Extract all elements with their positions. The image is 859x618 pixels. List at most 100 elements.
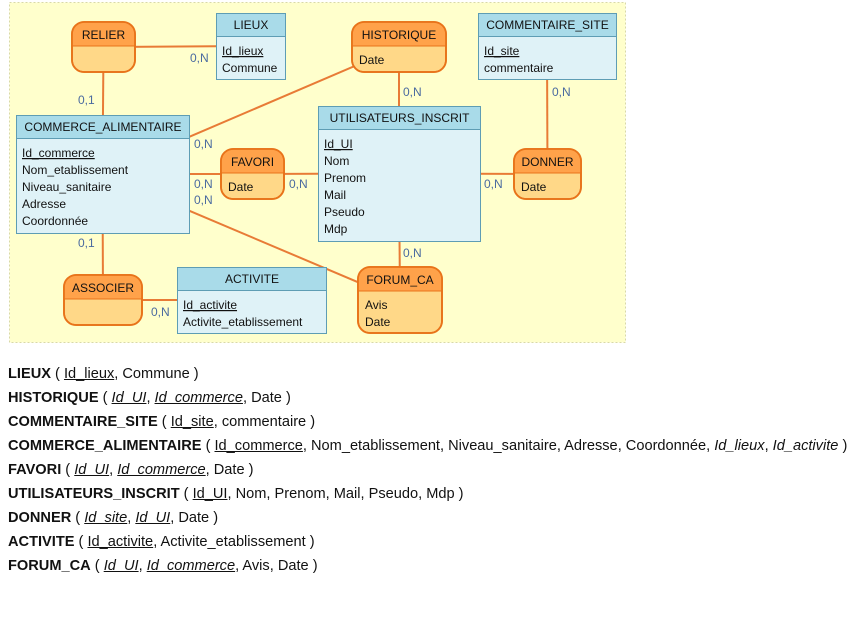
schema-relation-favori: FAVORI ( Id_UI, Id_commerce, Date ) — [8, 462, 254, 478]
cardinality-label: 0,N — [194, 193, 213, 207]
schema-relation-activite: ACTIVITE ( Id_activite, Activite_etablis… — [8, 534, 315, 550]
schema-foreign-key: Id_activite — [772, 438, 839, 454]
association-border — [513, 148, 582, 200]
association-header — [514, 149, 581, 173]
schema-relation-name: COMMERCE_ALIMENTAIRE — [8, 438, 202, 454]
entity-attribute: Pseudo — [324, 205, 365, 219]
schema-attribute: Date — [213, 462, 245, 478]
schema-attribute: Adresse — [564, 438, 618, 454]
entity-name: COMMERCE_ALIMENTAIRE — [24, 120, 181, 134]
entity-attribute: Commune — [222, 61, 278, 75]
schema-relation-historique: HISTORIQUE ( Id_UI, Id_commerce, Date ) — [8, 390, 291, 406]
association-name: HISTORIQUE — [362, 28, 436, 42]
schema-relation-lieux: LIEUX ( Id_lieux, Commune ) — [8, 366, 199, 382]
schema-relation-name: UTILISATEURS_INSCRIT — [8, 486, 180, 502]
entity-name: LIEUX — [234, 18, 269, 32]
association-name: ASSOCIER — [72, 281, 134, 295]
entity-utilisateurs_inscrit[interactable]: UTILISATEURS_INSCRIT Id_UI NomPrenomMailPs… — [318, 106, 481, 242]
schema-attribute: Date — [251, 390, 282, 406]
entity-attribute: Activite_etablissement — [183, 315, 303, 329]
cardinality-label: 0,1 — [78, 93, 95, 107]
entity-attribute: commentaire — [484, 61, 554, 75]
schema-attribute: Avis — [242, 558, 270, 574]
entity-attribute: Prenom — [324, 171, 366, 185]
association-attribute: Date — [365, 315, 391, 329]
entity-commentaire_site[interactable]: COMMENTAIRE_SITE Id_site commentaire — [478, 13, 617, 80]
relational-schema: LIEUX ( Id_lieux, Commune ) HISTORIQUE ( … — [8, 362, 853, 578]
entity-header — [318, 106, 481, 130]
entity-header — [478, 13, 617, 37]
schema-attribute: Prenom — [274, 486, 326, 502]
schema-attribute: Date — [178, 510, 210, 526]
cardinality-label: 0,N — [403, 246, 422, 260]
schema-attribute: Pseudo — [368, 486, 419, 502]
association-border — [71, 21, 136, 73]
entity-attribute: Nom_etablissement — [22, 163, 129, 177]
entity-key-attribute: Id_commerce — [22, 146, 95, 160]
association-attribute: Date — [228, 180, 254, 194]
association-associer[interactable]: ASSOCIER — [63, 274, 143, 326]
schema-key-attribute: Id_UI — [111, 390, 147, 406]
association-header — [358, 267, 442, 291]
entity-key-attribute: Id_lieux — [222, 44, 263, 58]
schema-key-attribute: Id_lieux — [63, 366, 115, 382]
schema-attribute: Nom_etablissement — [311, 438, 440, 454]
schema-key-attribute: Id_site — [170, 414, 214, 430]
schema-attribute: Coordonnée — [625, 438, 707, 454]
entity-attribute: Nom — [324, 154, 349, 168]
cardinality-label: 0,N — [552, 85, 571, 99]
cardinality-label: 0,1 — [78, 236, 95, 250]
association-border — [351, 21, 447, 73]
schema-key-attribute: Id_commerce — [214, 438, 303, 454]
schema-foreign-key: Id_lieux — [714, 438, 765, 454]
schema-attribute: Commune — [122, 366, 190, 382]
entity-attribute: Mail — [324, 188, 346, 202]
schema-relation-name: FAVORI — [8, 462, 62, 478]
entity-key-attribute: Id_activite — [183, 298, 237, 312]
schema-key-attribute: Id_UI — [74, 462, 110, 478]
association-header — [64, 275, 142, 299]
entity-key-attribute: Id_UI — [324, 137, 353, 151]
cardinality-label: 0,N — [190, 51, 209, 65]
association-name: FAVORI — [231, 155, 274, 169]
schema-relation-name: ACTIVITE — [8, 534, 75, 550]
association-relier[interactable]: RELIER — [71, 21, 136, 73]
schema-relation-name: DONNER — [8, 510, 72, 526]
schema-attribute: commentaire — [221, 414, 307, 430]
association-favori[interactable]: FAVORI Date — [220, 148, 285, 200]
schema-attribute: Mail — [333, 486, 361, 502]
cardinality-label: 0,N — [194, 177, 213, 191]
entity-commerce_alimentaire[interactable]: COMMERCE_ALIMENTAIRE Id_commerceNom_etabl… — [16, 115, 190, 234]
association-name: FORUM_CA — [366, 273, 433, 287]
association-border — [63, 274, 143, 326]
association-header — [72, 22, 135, 46]
entity-attribute: Coordonnée — [22, 214, 88, 228]
entity-activite[interactable]: ACTIVITEId_activiteActivite_etablissemen… — [177, 267, 327, 334]
schema-relation-name: COMMENTAIRE_SITE — [8, 414, 158, 430]
cardinality-label: 0,N — [289, 177, 308, 191]
association-attribute: Date — [521, 180, 547, 194]
cardinality-label: 0,N — [194, 137, 213, 151]
association-border — [357, 266, 443, 334]
schema-relation-forum_ca: FORUM_CA ( Id_UI, Id_commerce, Avis, Dat… — [8, 558, 318, 574]
entity-attribute: Adresse — [22, 197, 66, 211]
schema-attribute: Activite_etablissement — [160, 534, 306, 550]
schema-key-attribute: Id_commerce — [154, 390, 243, 406]
association-header — [352, 22, 446, 46]
schema-key-attribute: Id_UI — [103, 558, 139, 574]
schema-key-attribute: Id_commerce — [117, 462, 206, 478]
entity-key-attribute: Id_site — [484, 44, 520, 58]
schema-key-attribute: Id_UI — [192, 486, 228, 502]
cardinality-label: 0,N — [403, 85, 422, 99]
entity-name: COMMENTAIRE_SITE — [486, 18, 608, 32]
entity-name: UTILISATEURS_INSCRIT — [330, 111, 470, 125]
schema-key-attribute: Id_commerce — [146, 558, 236, 574]
schema-key-attribute: Id_site — [84, 510, 128, 526]
entity-header — [216, 13, 286, 37]
schema-relation-name: FORUM_CA — [8, 558, 91, 574]
schema-attribute: Mdp — [426, 486, 455, 502]
